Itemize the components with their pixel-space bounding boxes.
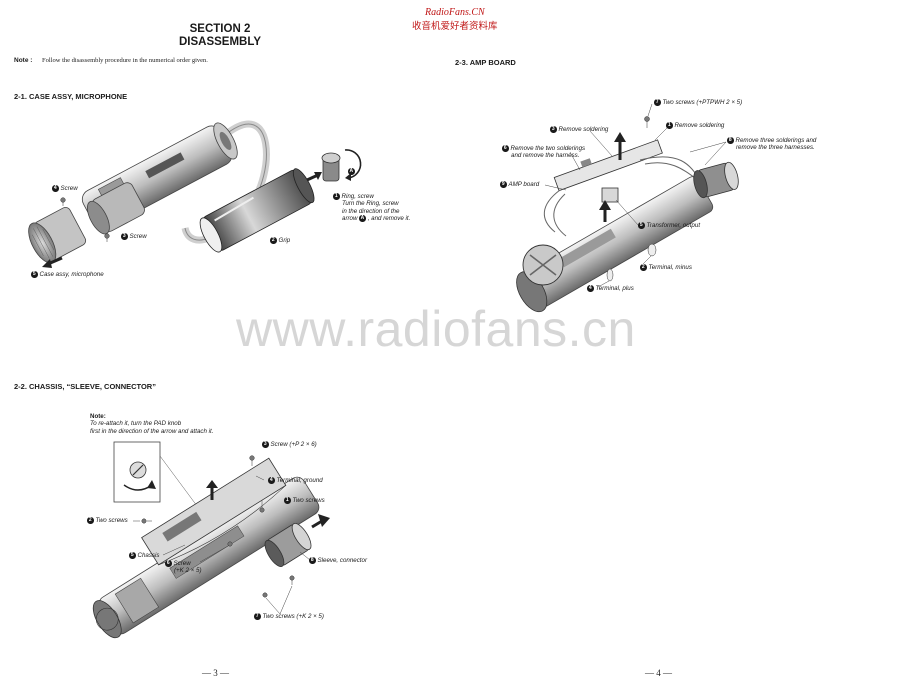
callout-line: and remove the harness. <box>511 152 580 160</box>
step-number: 7 <box>654 99 661 106</box>
section-label: SECTION 2 DISASSEMBLY <box>160 23 280 49</box>
figure-amp-board <box>516 103 739 313</box>
step-number: 3 <box>550 126 557 133</box>
step-number: 3 <box>121 233 128 240</box>
site-logo-chinese: 收音机爱好者资料库 <box>412 21 498 32</box>
step-number: 3 <box>262 441 269 448</box>
callout-text: Transformer, output <box>646 222 701 229</box>
callout-subtext: (+K 2 × 5) <box>174 567 202 575</box>
section-title: DISASSEMBLY <box>178 36 261 48</box>
callout-line: remove the three harnesses. <box>736 144 815 152</box>
callout-line: arrow <box>342 215 358 223</box>
step-number: 2 <box>270 237 277 244</box>
callout-text: Case assy, microphone <box>39 271 104 278</box>
callout-text: Chassis <box>137 552 160 559</box>
watermark-text: www.radiofans.cn <box>236 301 636 357</box>
callout-text: Two screws (+PTPWH 2 × 5) <box>662 99 743 106</box>
callout-text: Two screws (+K 2 × 5) <box>262 613 324 620</box>
step-number: 9 <box>500 181 507 188</box>
step-number: 5 <box>129 552 136 559</box>
callout-text: Screw (+P 2 × 6) <box>270 441 317 448</box>
callout-text: Terminal, plus <box>595 285 634 292</box>
step-number: 8 <box>309 557 316 564</box>
step-number: 2 <box>87 517 94 524</box>
step-number: 1 <box>284 497 291 504</box>
step-number: 1 <box>666 122 673 129</box>
step-number: 8 <box>727 137 734 144</box>
callout-text: AMP board <box>508 181 540 188</box>
reattach-note: Note: To re-attach it, turn the PAD knob… <box>90 413 213 435</box>
heading-case-assy: 2-1. CASE ASSY, MICROPHONE <box>14 92 128 101</box>
callout-text: Terminal, ground <box>276 477 323 484</box>
section-number: SECTION 2 <box>189 23 251 35</box>
callout-text: Terminal, minus <box>648 264 692 271</box>
arrow-marker: A <box>359 215 366 222</box>
callout-text: Screw <box>60 185 78 192</box>
callout-text: Screw <box>173 560 191 567</box>
callout-line: Remove the two solderings <box>510 145 586 152</box>
callout-line: , and remove it. <box>367 215 411 223</box>
step-number: 7 <box>254 613 261 620</box>
procedure-note: Note : Follow the disassembly procedure … <box>14 57 208 64</box>
reattach-note-line: first in the direction of the arrow and … <box>90 427 214 435</box>
marker-a: A <box>348 168 357 175</box>
note-label: Note : <box>14 57 33 64</box>
figure-chassis-sleeve <box>92 441 330 639</box>
step-number: 4 <box>52 185 59 192</box>
figure-case-assy <box>28 120 362 268</box>
note-text: Follow the disassembly procedure in the … <box>42 57 208 64</box>
callout-line: Ring, screw <box>341 193 374 200</box>
callout-line: in the direction of the <box>342 207 400 215</box>
step-number: 5 <box>31 271 38 278</box>
step-number: 5 <box>638 222 645 229</box>
step-number: 4 <box>268 477 275 484</box>
callout-text: Grip <box>278 237 291 244</box>
callout-text: Sleeve, connector <box>317 557 368 564</box>
callout-line: Turn the Ring, screw <box>342 200 399 208</box>
callout-text: Two screws <box>292 497 325 504</box>
step-number: 6 <box>165 560 172 567</box>
site-logo-text: RadioFans.CN <box>425 7 485 18</box>
step-number: 4 <box>587 285 594 292</box>
step-number: 6 <box>502 145 509 152</box>
callout-text: Screw <box>129 233 147 240</box>
marker-a-label: A <box>348 168 355 175</box>
callout-text: Remove soldering <box>558 126 609 133</box>
reattach-note-line: To re-attach it, turn the PAD knob <box>90 420 182 428</box>
callout-text: Remove soldering <box>674 122 725 129</box>
heading-amp-board: 2-3. AMP BOARD <box>455 58 516 67</box>
reattach-note-label: Note: <box>90 413 106 420</box>
page-number-left: — 3 — <box>202 668 229 678</box>
page-number-right: — 4 — <box>645 668 672 678</box>
callout-text: Two screws <box>95 517 128 524</box>
callout-line: Remove three solderings and <box>735 137 817 144</box>
heading-chassis-sleeve: 2-2. CHASSIS, “SLEEVE, CONNECTOR” <box>14 382 156 391</box>
step-number: 1 <box>333 193 340 200</box>
step-number: 2 <box>640 264 647 271</box>
